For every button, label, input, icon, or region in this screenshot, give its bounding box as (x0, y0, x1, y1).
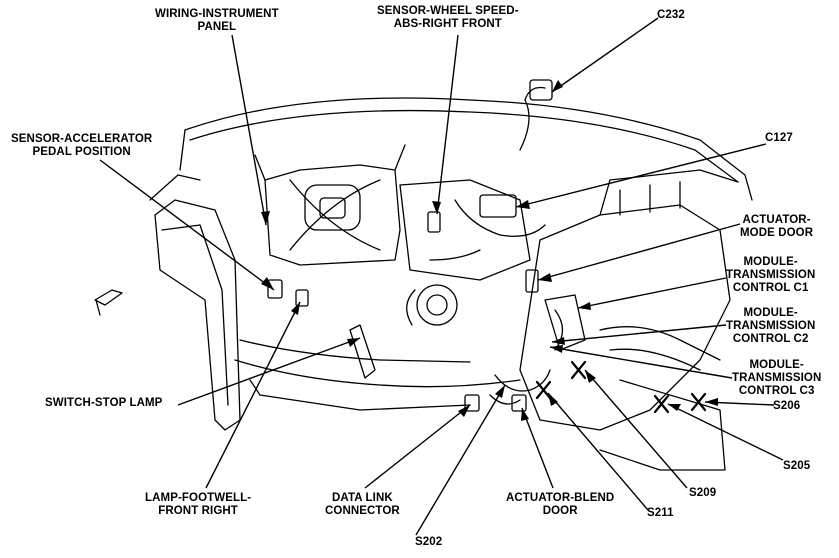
label-actuator-mode-door: ACTUATOR- MODE DOOR (740, 214, 814, 239)
label-s202: S202 (415, 536, 443, 548)
label-s205: S205 (783, 460, 811, 472)
label-module-transmission-control-c1: MODULE- TRANSMISSION CONTROL C1 (726, 256, 816, 294)
leader-lines (99, 17, 784, 536)
label-s211: S211 (647, 507, 674, 519)
label-s206: S206 (773, 400, 801, 412)
label-sensor-wheel-speed: SENSOR-WHEEL SPEED- ABS-RIGHT FRONT (377, 5, 519, 30)
label-s209: S209 (689, 487, 717, 499)
arrowheads (261, 80, 718, 421)
label-c232: C232 (657, 9, 685, 21)
label-sensor-accelerator-pedal-position: SENSOR-ACCELERATOR PEDAL POSITION (11, 133, 153, 158)
label-module-transmission-control-c2: MODULE- TRANSMISSION CONTROL C2 (726, 307, 816, 345)
label-c127: C127 (765, 132, 793, 144)
dashboard-illustration (94, 79, 753, 471)
label-lamp-footwell-front-right: LAMP-FOOTWELL- FRONT RIGHT (145, 492, 252, 517)
splice-markers (535, 360, 707, 414)
label-actuator-blend-door: ACTUATOR-BLEND DOOR (506, 492, 615, 517)
label-module-transmission-control-c3: MODULE- TRANSMISSION CONTROL C3 (732, 359, 822, 397)
label-switch-stop-lamp: SWITCH-STOP LAMP (45, 397, 163, 409)
label-wiring-instrument-panel: WIRING-INSTRUMENT PANEL (155, 8, 279, 33)
label-data-link-connector: DATA LINK CONNECTOR (325, 492, 400, 517)
